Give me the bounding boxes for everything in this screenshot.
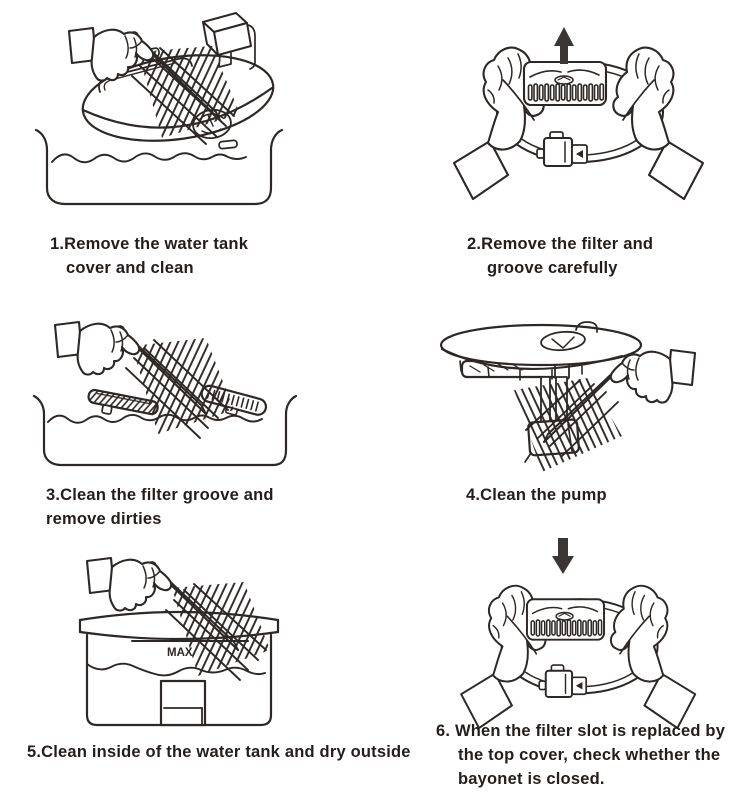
down-arrow-icon: [552, 538, 574, 574]
caption-line: 2.Remove the filter and: [467, 235, 654, 253]
caption-line: the top cover, check whether the: [458, 746, 721, 764]
groove-plate: [87, 388, 159, 416]
caption-line: 3.Clean the filter groove and: [46, 486, 274, 504]
hands-holding-filter-frame: [454, 48, 703, 199]
caption-line: 4.Clean the pump: [466, 486, 607, 504]
caption-line: cover and clean: [66, 259, 194, 277]
illustration-step-2-remove-filter: [440, 27, 730, 222]
scrub-hatching: [125, 338, 234, 439]
caption-line: 1.Remove the water tank: [50, 235, 249, 253]
hands-holding-filter-frame: [461, 586, 695, 728]
step-3-caption: 3.Clean the filter groove and remove dir…: [46, 483, 274, 531]
max-label: MAX: [167, 647, 193, 659]
caption-line: 5.Clean inside of the water tank and dry…: [27, 743, 411, 761]
illustration-step-4-clean-pump: [439, 321, 697, 472]
water-basin: [34, 128, 284, 206]
illustration-step-5-clean-tank: MAX: [78, 556, 280, 727]
step-1-caption: 1.Remove the water tank cover and clean: [50, 232, 248, 280]
up-arrow-icon: [554, 27, 574, 64]
step-4-caption: 4.Clean the pump: [466, 483, 607, 507]
scrub-hatching: [514, 378, 622, 472]
caption-line: groove carefully: [487, 259, 618, 277]
pump-box: [202, 12, 256, 70]
caption-line: 6. When the filter slot is replaced by: [436, 722, 726, 740]
step-5-caption: 5.Clean inside of the water tank and dry…: [27, 740, 411, 764]
step-6-caption: 6. When the filter slot is replaced by t…: [436, 719, 725, 791]
illustration-step-3-clean-groove: [32, 320, 298, 467]
fountain-top: [439, 321, 643, 381]
illustration-step-1-clean-cover: [34, 12, 284, 206]
caption-line: bayonet is closed.: [458, 770, 605, 788]
caption-line: remove dirties: [46, 510, 162, 528]
illustration-step-6-replace-filter: [440, 538, 730, 729]
step-2-caption: 2.Remove the filter and groove carefully: [467, 232, 653, 280]
